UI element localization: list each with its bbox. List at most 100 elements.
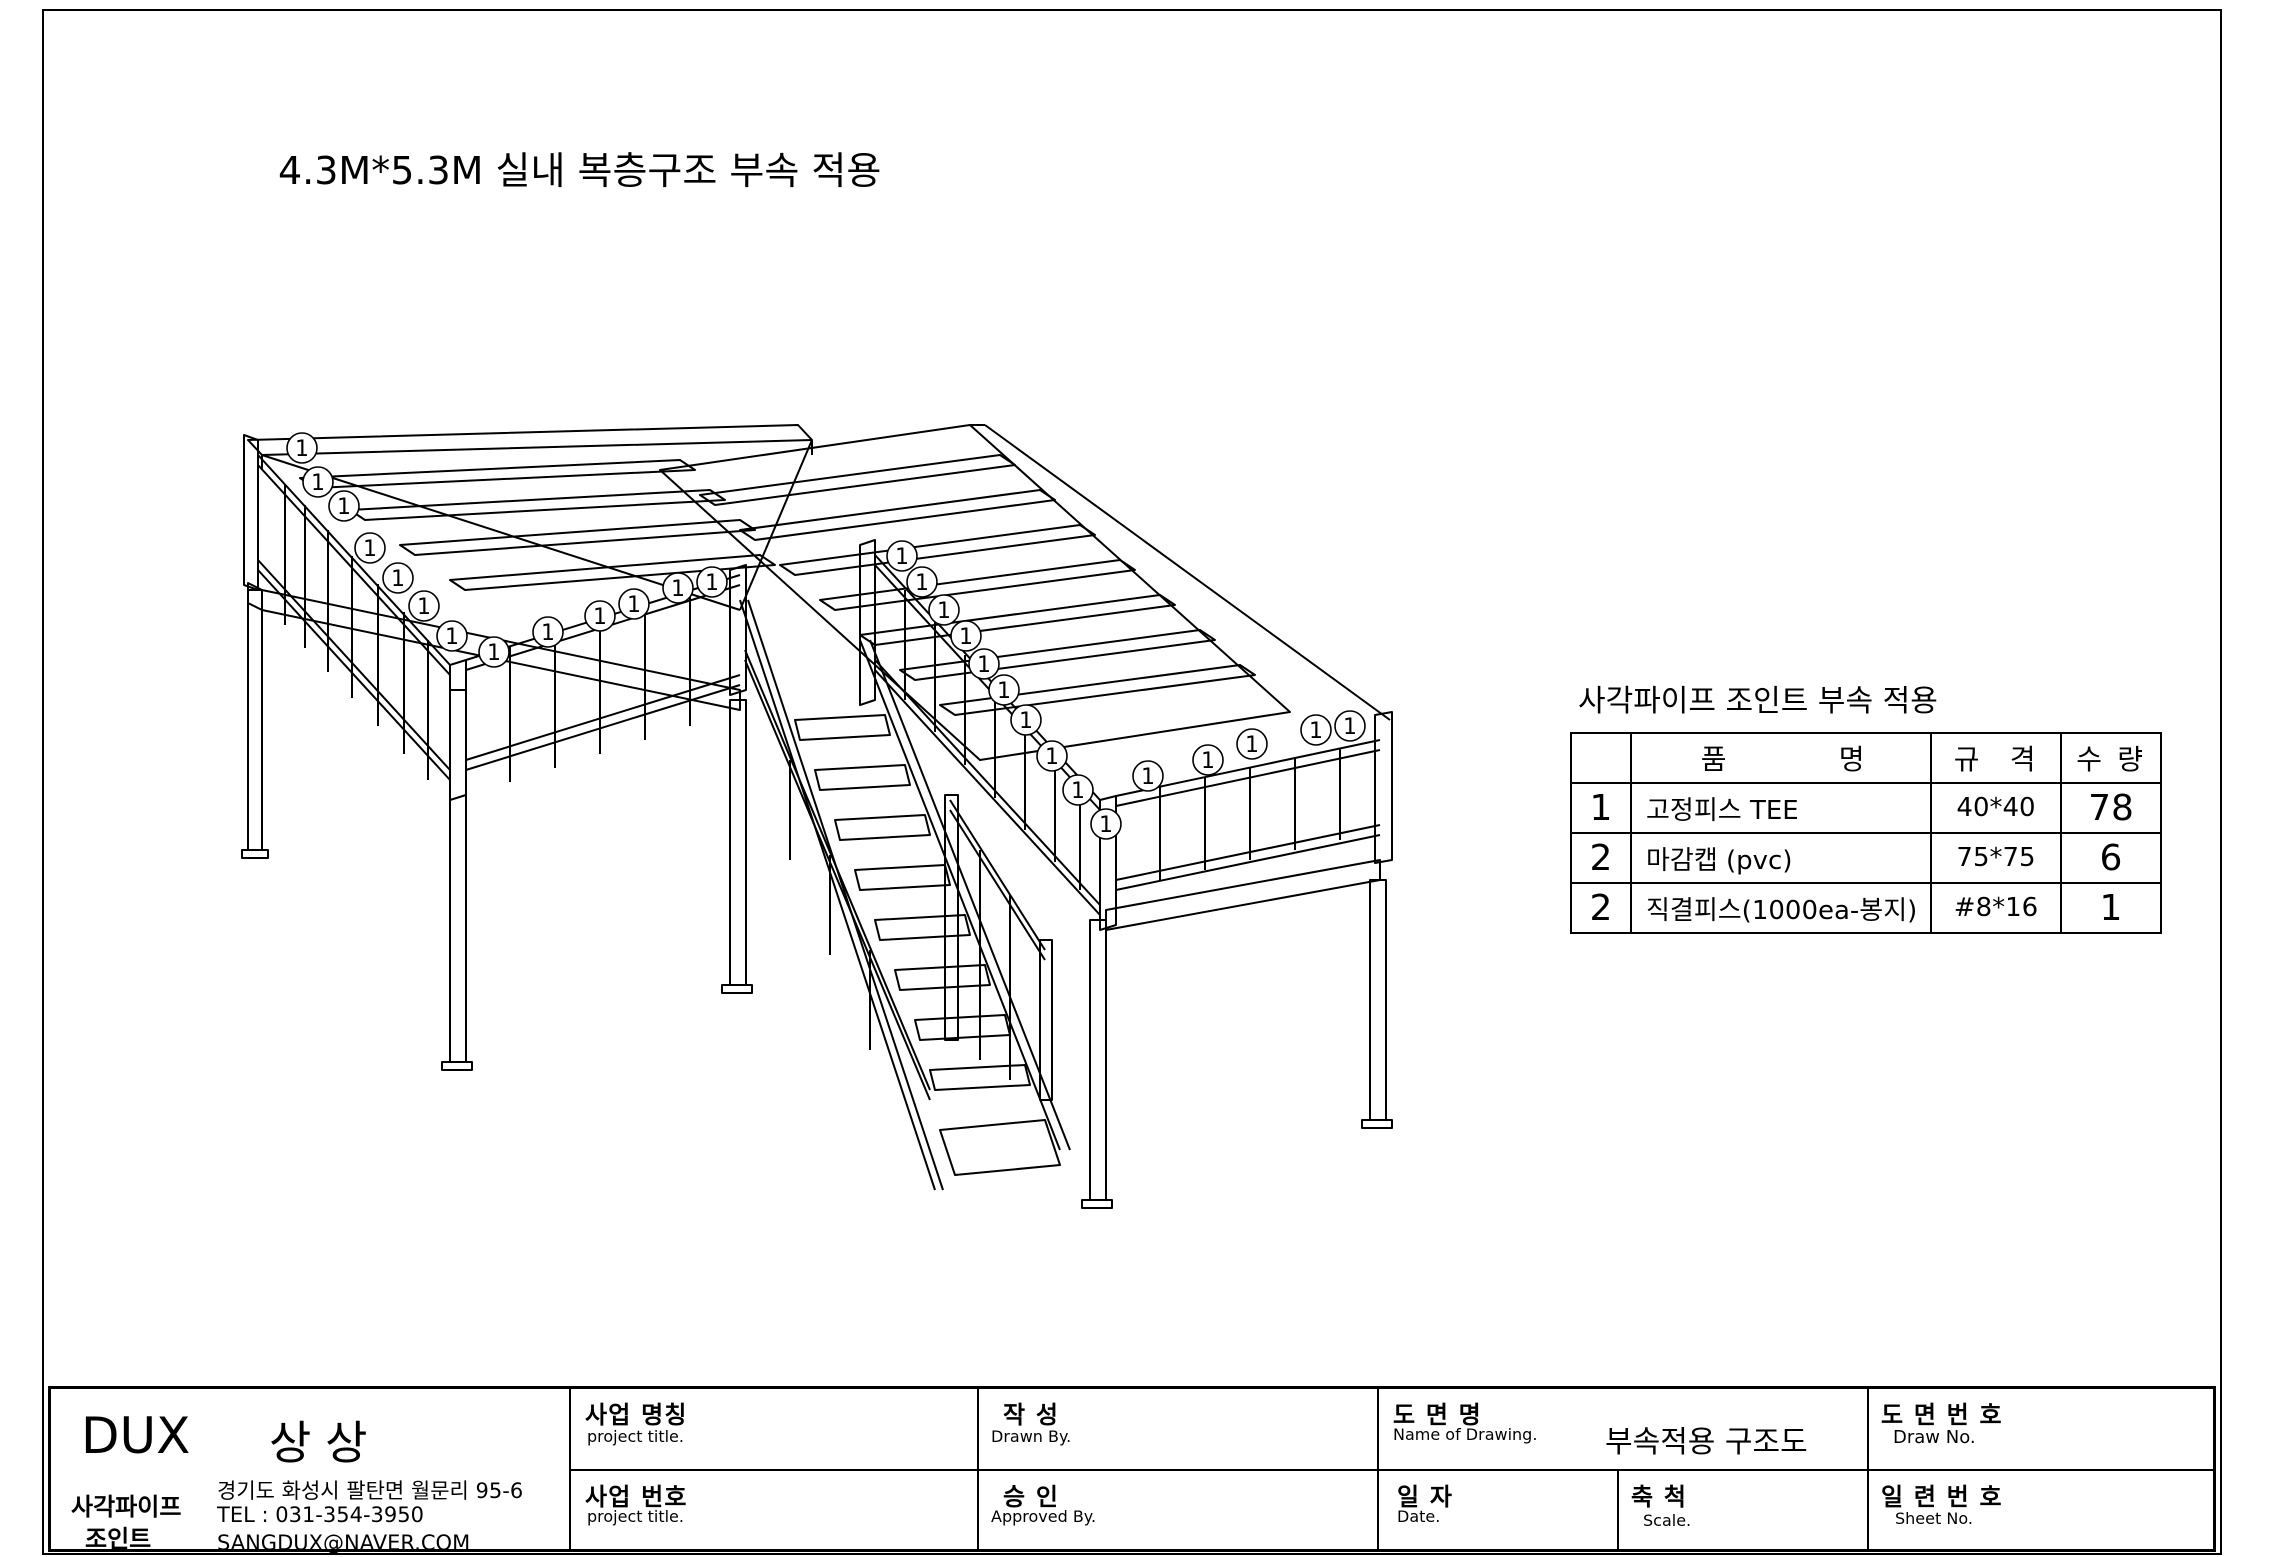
drawing-name-value: 부속적용 구조도 <box>1605 1425 1808 1460</box>
callout-label: 1 <box>445 625 459 650</box>
drawing-name-cell: 도 면 명 Name of Drawing. 부속적용 구조도 <box>1378 1388 1868 1470</box>
row-no: 2 <box>1570 832 1632 884</box>
sheet-no-label-en: Sheet No. <box>1895 1509 1973 1528</box>
callout-circle <box>1300 714 1332 746</box>
callout-label: 1 <box>671 577 685 602</box>
header-name-b: 명 <box>1838 743 1868 776</box>
company-sub: 상상 <box>269 1416 382 1470</box>
row-qty: 1 <box>2060 882 2162 934</box>
callout-circle <box>478 636 510 668</box>
header-no <box>1570 732 1632 784</box>
header-spec-b: 격 <box>2009 743 2039 776</box>
company-name: DUX <box>81 1407 191 1465</box>
header-qty-a: 수 <box>2076 743 2105 776</box>
company-cell: DUX 상상 사각파이프 조인트 경기도 화성시 팔탄면 월문리 95-6 TE… <box>50 1388 570 1555</box>
date-cell: 일 자 Date. <box>1378 1470 1618 1550</box>
callout-circle <box>1062 774 1094 806</box>
callout-label: 1 <box>997 679 1011 704</box>
header-qty-b: 량 <box>2117 743 2146 776</box>
parts-table-heading: 사각파이프 조인트 부속 적용 <box>1578 684 1938 719</box>
callout-label: 1 <box>311 471 325 496</box>
callout-circle <box>354 532 386 564</box>
callout-circle <box>302 466 334 498</box>
frame-lines <box>241 424 1393 1209</box>
callout-label: 1 <box>627 593 641 618</box>
company-tel: TEL : 031-354-3950 <box>217 1503 424 1527</box>
callout-label: 1 <box>541 621 555 646</box>
callout-label: 1 <box>1099 813 1113 838</box>
row-qty: 78 <box>2060 782 2162 834</box>
drawn-by-cell: 작 성 Drawn By. <box>978 1388 1378 1470</box>
project-no-cell: 사업 번호 project title. <box>570 1470 978 1550</box>
scale-label: 축 척 <box>1631 1483 1688 1511</box>
approved-by-label: 승 인 <box>1003 1483 1060 1511</box>
header-name: 품 명 <box>1630 732 1932 784</box>
date-label: 일 자 <box>1397 1483 1454 1511</box>
row-name: 직결피스(1000ea-봉지) <box>1630 882 1932 934</box>
scale-cell: 축 척 Scale. <box>1618 1470 1868 1550</box>
callout-label: 1 <box>1343 715 1357 740</box>
callout-circle <box>584 600 616 632</box>
callout-label: 1 <box>1201 749 1215 774</box>
approved-by-cell: 승 인 Approved By. <box>978 1470 1378 1550</box>
row-name: 마감캡 (pvc) <box>1630 832 1932 884</box>
parts-table-header-row: 품 명 규 격 수 량 <box>1570 732 2162 784</box>
callout-label: 1 <box>977 653 991 678</box>
callout-circle <box>408 590 440 622</box>
callout-circle <box>618 588 650 620</box>
callout-label: 1 <box>705 571 719 596</box>
callout-circle <box>1010 704 1042 736</box>
callout-circle <box>382 562 414 594</box>
table-row: 2 직결피스(1000ea-봉지) #8*16 1 <box>1570 882 2162 934</box>
project-no-label-en: project title. <box>587 1507 684 1526</box>
callout-label: 1 <box>1071 779 1085 804</box>
callout-circle <box>1036 740 1068 772</box>
row-name: 고정피스 TEE <box>1630 782 1932 834</box>
table-row: 2 마감캡 (pvc) 75*75 6 <box>1570 832 2162 884</box>
project-name-label: 사업 명칭 <box>585 1401 688 1429</box>
callout-label: 1 <box>295 437 309 462</box>
callout-circle <box>1192 744 1224 776</box>
callout-circle <box>886 540 918 572</box>
company-type-1: 사각파이프 <box>71 1493 182 1521</box>
header-spec: 규 격 <box>1930 732 2062 784</box>
callout-circle <box>1132 760 1164 792</box>
date-label-en: Date. <box>1397 1507 1441 1526</box>
callout-circle <box>696 566 728 598</box>
callout-circle <box>1090 808 1122 840</box>
header-name-a: 품 <box>1700 743 1730 776</box>
draw-no-label: 도 면 번 호 <box>1881 1401 2003 1429</box>
callout-label: 1 <box>391 567 405 592</box>
callout-circle <box>328 490 360 522</box>
callout-label: 1 <box>1019 709 1033 734</box>
drawn-by-label-en: Drawn By. <box>991 1427 1072 1446</box>
company-email: SANGDUX@NAVER.COM <box>217 1531 471 1555</box>
callout-label: 1 <box>487 641 501 666</box>
callout-circle <box>968 648 1000 680</box>
draw-no-label-en: Draw No. <box>1893 1427 1976 1448</box>
sheet-border <box>42 9 2222 1555</box>
callout-circle <box>1236 728 1268 760</box>
drawn-by-label: 작 성 <box>1003 1401 1060 1429</box>
callout-circle <box>950 620 982 652</box>
callout-circle <box>286 432 318 464</box>
drawing-title: 4.3M*5.3M 실내 복층구조 부속 적용 <box>278 149 882 193</box>
row-spec: 40*40 <box>1930 782 2062 834</box>
callout-circle <box>928 594 960 626</box>
callout-circle <box>988 674 1020 706</box>
company-type-2: 조인트 <box>85 1525 152 1553</box>
callout-label: 1 <box>417 595 431 620</box>
drawing-name-label: 도 면 명 <box>1393 1401 1482 1429</box>
callout-label: 1 <box>1245 733 1259 758</box>
callout-label: 1 <box>1309 719 1323 744</box>
callout-label: 1 <box>363 537 377 562</box>
callout-label: 1 <box>895 545 909 570</box>
draw-no-cell: 도 면 번 호 Draw No. <box>1868 1388 2214 1470</box>
project-name-cell: 사업 명칭 project title. <box>570 1388 978 1470</box>
drawing-name-label-en: Name of Drawing. <box>1393 1425 1538 1444</box>
row-no: 2 <box>1570 882 1632 934</box>
approved-by-label-en: Approved By. <box>991 1507 1097 1526</box>
callout-circle <box>532 616 564 648</box>
header-qty: 수 량 <box>2060 732 2162 784</box>
